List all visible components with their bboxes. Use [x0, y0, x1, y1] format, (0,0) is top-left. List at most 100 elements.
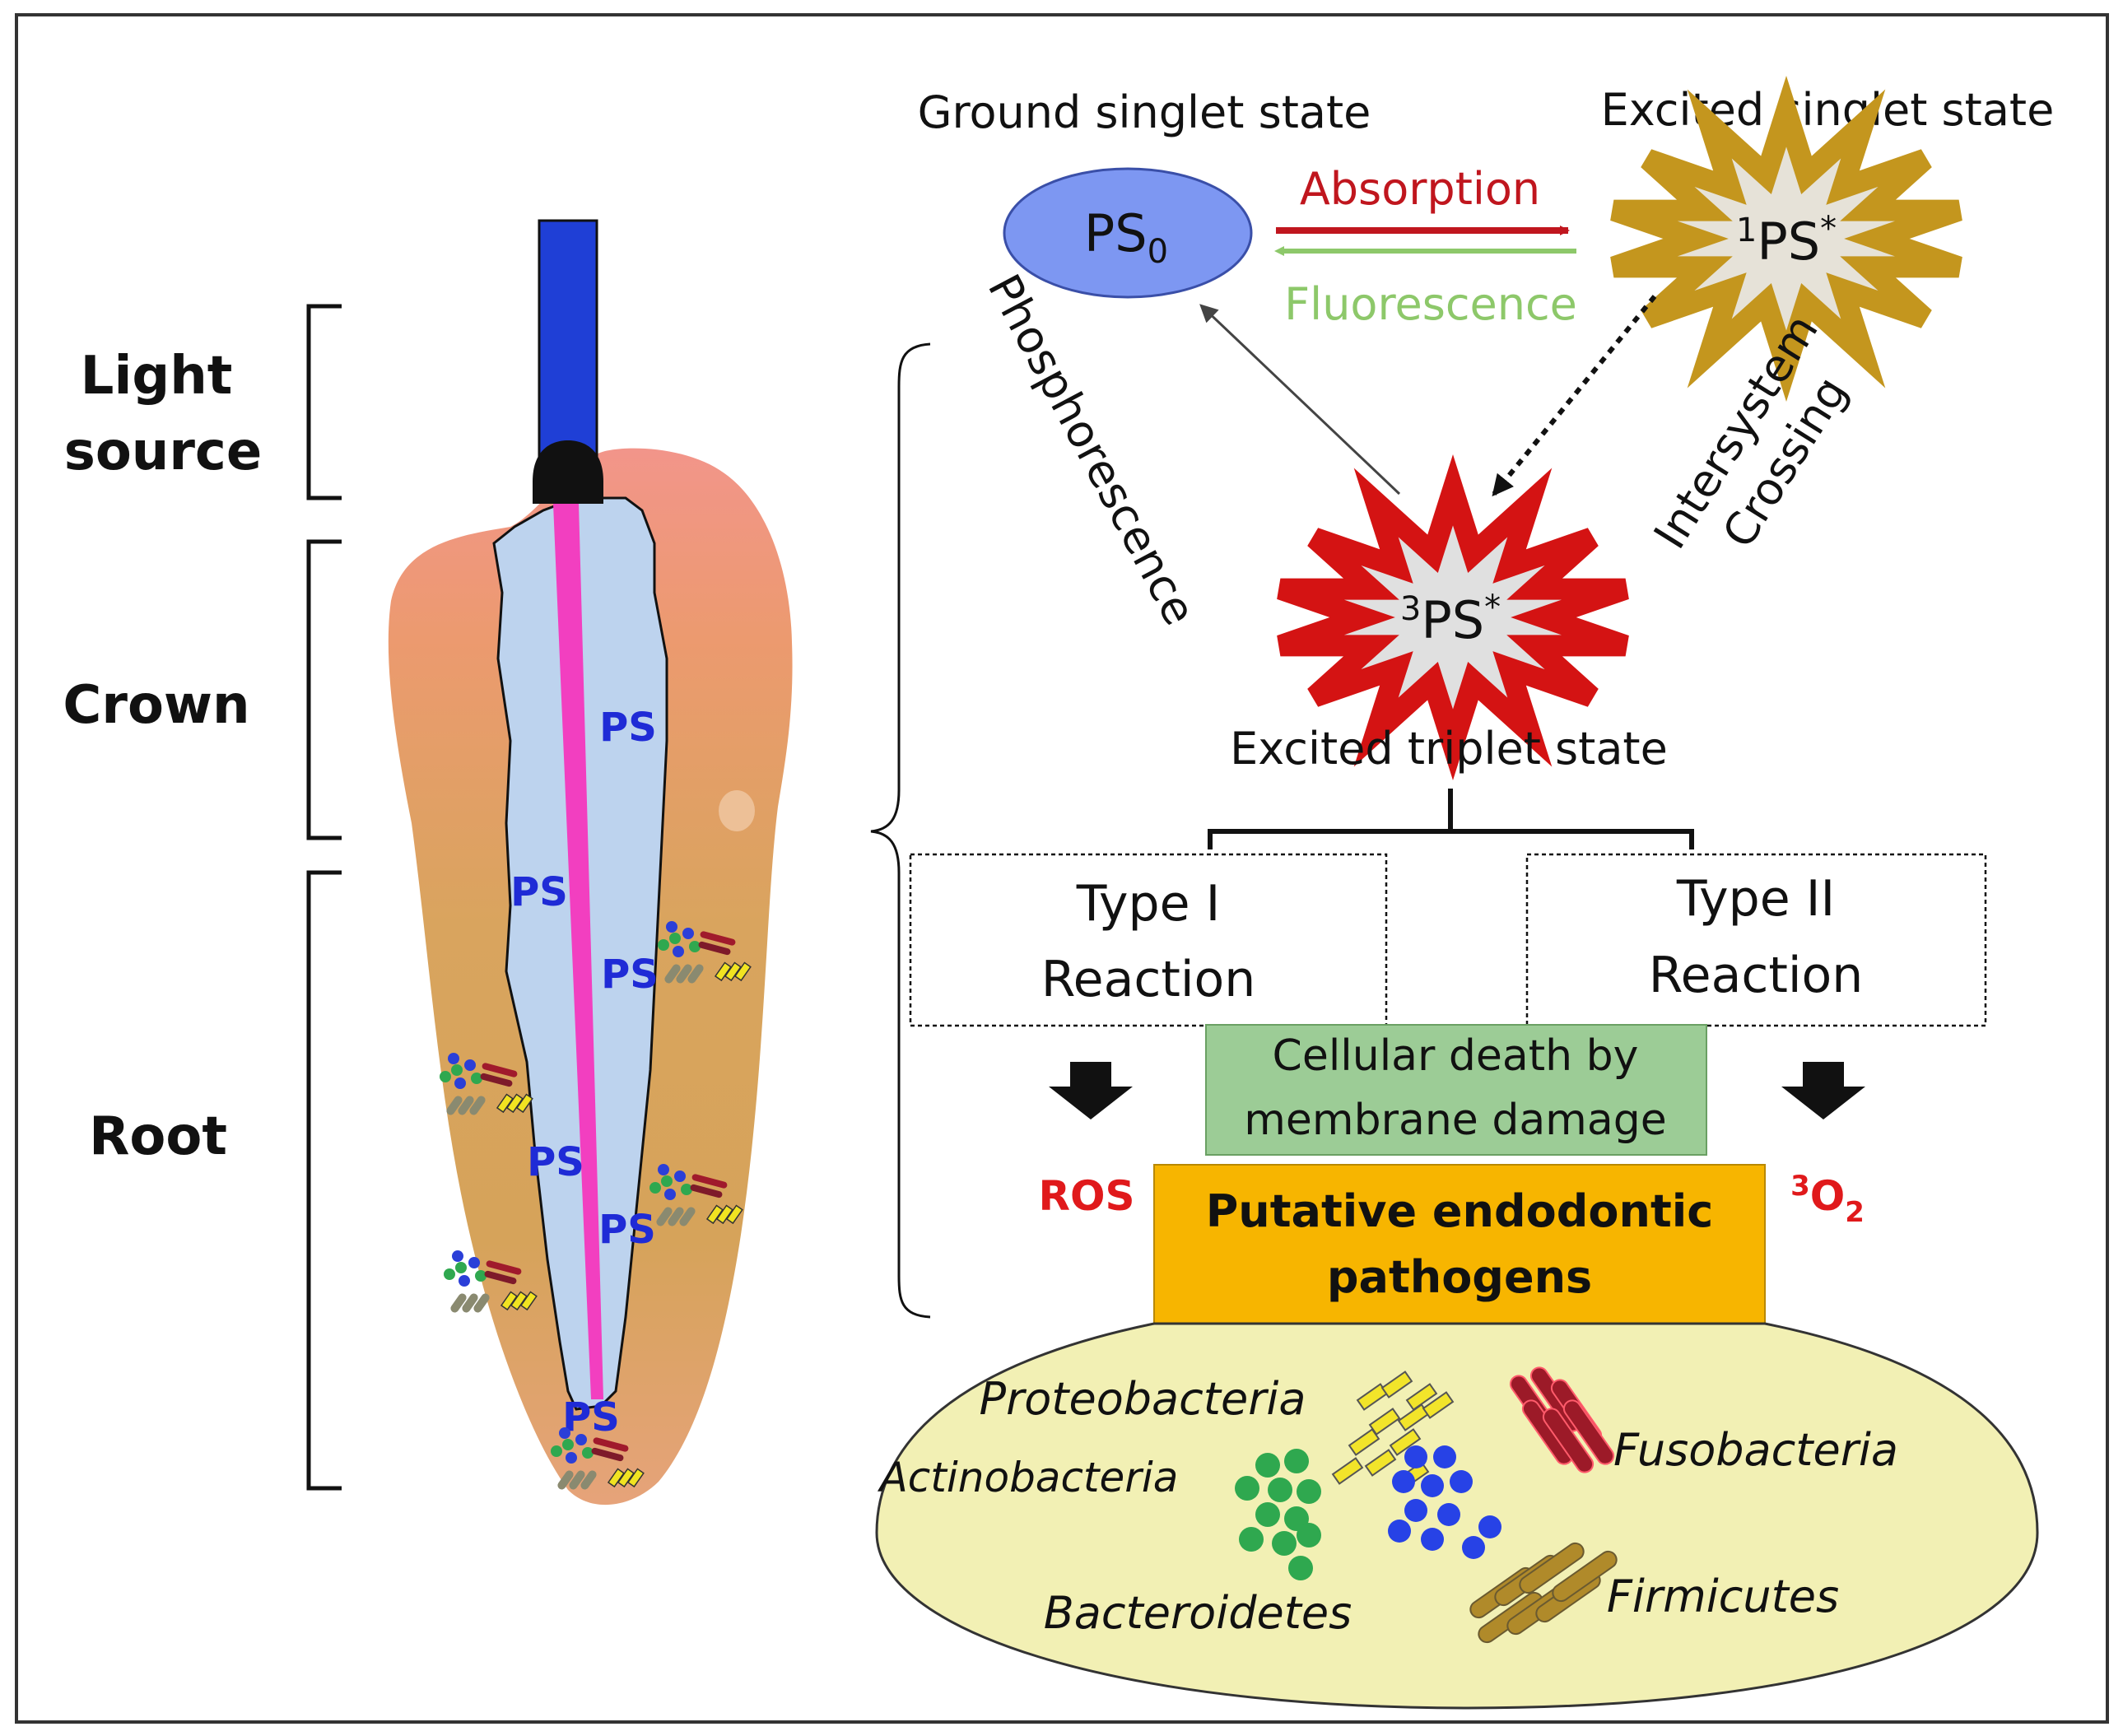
tooth-bacteria-cluster	[440, 1053, 533, 1115]
fusobacteria-icon	[1542, 1408, 1595, 1473]
rod-icon	[668, 1207, 684, 1226]
process-brace	[870, 342, 931, 1319]
rod-icon	[705, 1204, 724, 1225]
optical-fiber	[553, 504, 603, 1399]
coccus-icon	[566, 1452, 577, 1464]
ps-label: PS	[562, 1394, 620, 1440]
coccus-icon	[475, 1270, 487, 1282]
jablonski-panel: Ground singlet state Excited singlet sta…	[870, 76, 2055, 1710]
coccus-icon	[658, 1164, 669, 1175]
rod-icon	[557, 1470, 574, 1490]
bacteroidetes-icon	[1284, 1449, 1309, 1473]
rod-icon	[725, 1204, 743, 1225]
coccus-icon	[658, 939, 669, 951]
coccus-icon	[455, 1262, 467, 1273]
coccus-icon	[559, 1427, 570, 1439]
cellular-death-line1: Cellular death by	[1273, 1031, 1639, 1081]
coccus-icon	[551, 1445, 562, 1457]
excited-singlet-node-label: 1PS*	[1736, 210, 1837, 272]
light-source-bracket	[306, 304, 342, 500]
rod-icon	[458, 1096, 474, 1115]
rod-icon	[626, 1468, 645, 1488]
rod-icon	[679, 1207, 696, 1226]
coccus-icon	[1388, 1520, 1411, 1543]
coccus-icon	[562, 1439, 574, 1450]
coccus-icon	[1421, 1528, 1444, 1551]
light-source-label-line2: source	[64, 421, 263, 482]
rod-icon	[656, 1207, 673, 1226]
coccus-icon	[673, 946, 684, 957]
pathogens-line1: Putative endodontic	[1206, 1185, 1714, 1237]
crown-label: Crown	[63, 675, 249, 736]
tooth-bacteria-cluster	[649, 1164, 743, 1226]
excited-triplet-title: Excited triplet state	[1230, 723, 1668, 775]
type1-reaction-box	[909, 853, 1388, 1027]
coccus-icon	[1392, 1470, 1415, 1493]
excited-triplet-node-label: 3PS*	[1400, 589, 1501, 650]
rod-icon	[519, 1291, 538, 1311]
bacteroidetes-icon	[1239, 1527, 1264, 1552]
bacteroidetes-icon	[1297, 1523, 1321, 1548]
coccus-icon	[454, 1077, 466, 1089]
tooth-spot	[719, 790, 755, 831]
excited-singlet-star	[1610, 76, 1962, 402]
bacillus-icon	[690, 1184, 723, 1198]
bacteroidetes-icon	[1268, 1478, 1292, 1502]
coccus-icon	[459, 1275, 470, 1287]
fusobacteria-label: Fusobacteria	[1613, 1424, 1898, 1476]
type2-down-arrow	[1781, 1062, 1865, 1119]
actinobacteria-label: Actinobacteria	[878, 1454, 1179, 1501]
light-source-tip	[533, 440, 603, 504]
coccus-icon	[661, 1175, 673, 1187]
rod-icon	[505, 1093, 524, 1114]
ros-label: ROS	[1038, 1172, 1134, 1220]
coccus-icon	[1404, 1445, 1427, 1468]
rod-icon	[580, 1470, 597, 1490]
coccus-icon	[1433, 1445, 1456, 1468]
proteobacteria-icon	[1405, 1383, 1438, 1411]
ps-label: PS	[599, 705, 657, 751]
cellular-death-line2: membrane damage	[1244, 1096, 1666, 1145]
coccus-icon	[1404, 1499, 1427, 1522]
triplet-branch-connector	[1208, 789, 1694, 849]
bacillus-icon	[480, 1073, 513, 1087]
bacillus-icon	[593, 1437, 629, 1452]
excited-singlet-title: Excited singlet state	[1601, 84, 2055, 136]
proteobacteria-icon	[1380, 1371, 1413, 1399]
coccus-icon	[674, 1171, 686, 1182]
proteobacteria-icon	[1348, 1428, 1380, 1456]
tooth-bacteria-cluster	[658, 921, 752, 984]
rod-icon	[569, 1470, 585, 1490]
rod-icon	[510, 1291, 528, 1311]
ground-state-node	[1003, 167, 1253, 299]
rod-icon	[687, 964, 704, 984]
light-source-rod	[538, 219, 598, 463]
coccus-icon	[468, 1257, 480, 1268]
bacteroidetes-label: Bacteroidetes	[1044, 1587, 1352, 1639]
tooth-bacteria-cluster	[551, 1427, 645, 1490]
rod-icon	[469, 1096, 486, 1115]
rod-icon	[462, 1293, 478, 1313]
community-bacteria-icons	[1235, 1366, 1618, 1644]
fluorescence-label: Fluorescence	[1284, 278, 1577, 330]
absorption-label: Absorption	[1300, 163, 1540, 215]
coccus-icon	[682, 928, 694, 939]
phosphorescence-arrow	[1199, 304, 1401, 496]
coccus-icon	[451, 1064, 463, 1076]
rod-icon	[715, 1204, 733, 1225]
proteobacteria-icon	[1389, 1428, 1422, 1456]
ps-label: PS	[601, 952, 659, 998]
excited-triplet-star	[1277, 454, 1629, 780]
coccus-icon	[664, 1189, 676, 1200]
bacteroidetes-icon	[1272, 1531, 1297, 1556]
type2-reaction-box	[1525, 853, 1987, 1027]
rod-icon	[617, 1468, 635, 1488]
pathogens-line2: pathogens	[1327, 1251, 1592, 1303]
coccus-icon	[471, 1073, 482, 1084]
tooth-bacteria-cluster	[444, 1250, 538, 1313]
type1-down-arrow	[1049, 1062, 1133, 1119]
type2-line1: Type II	[1676, 870, 1835, 928]
ground-state-title: Ground singlet state	[918, 86, 1371, 138]
type1-line2: Reaction	[1041, 951, 1256, 1008]
